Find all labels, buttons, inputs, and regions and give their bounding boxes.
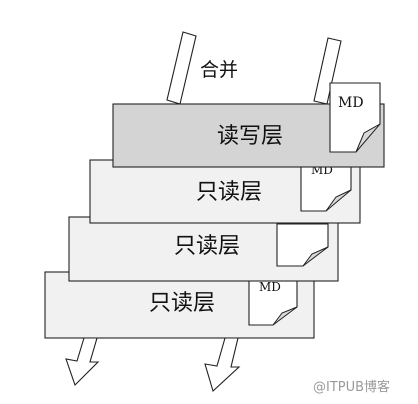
merge-label: 合并 bbox=[200, 59, 238, 81]
file-label: MD bbox=[259, 280, 281, 294]
output-arrow-right bbox=[204, 337, 241, 393]
layer-label: 读写层 bbox=[217, 124, 283, 149]
file-icon bbox=[276, 223, 329, 267]
merge-arrow-left bbox=[166, 31, 197, 105]
output-arrow-left bbox=[65, 337, 100, 387]
layer-read-only-bottom: 只读层 MD bbox=[44, 271, 315, 339]
layer-label: 只读层 bbox=[196, 180, 262, 205]
layer-label: 只读层 bbox=[149, 291, 215, 316]
layer-label: 只读层 bbox=[174, 234, 240, 259]
watermark-text: @ITPUB博客 bbox=[313, 380, 391, 395]
file-icon: MD bbox=[248, 280, 298, 326]
file-label: MD bbox=[338, 95, 364, 111]
file-icon: MD bbox=[329, 82, 381, 153]
layer-read-write: 读写层 MD bbox=[112, 82, 385, 168]
layer-read-only-middle-upper: 只读层 MD bbox=[89, 159, 361, 224]
layer-read-only-middle-lower: 只读层 bbox=[68, 216, 339, 282]
